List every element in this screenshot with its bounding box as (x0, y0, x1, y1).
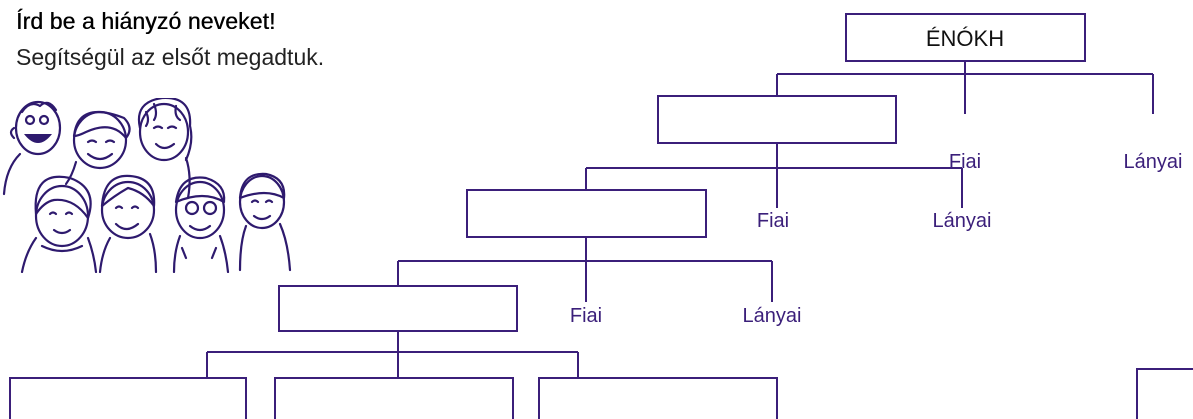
instruction-subtitle: Segítségül az elsőt megadtuk. (16, 44, 325, 70)
child-face-3 (137, 98, 193, 200)
partial-name-box-right (1136, 368, 1193, 419)
level2-name-box[interactable] (466, 189, 707, 238)
child-face-1 (2, 100, 62, 196)
level4-name-box-2[interactable] (274, 377, 514, 419)
level2-daughters-label: Lányai (933, 210, 992, 232)
level3-name-box[interactable] (278, 285, 518, 332)
root-name-box (845, 13, 1086, 62)
level4-name-box-3[interactable] (538, 377, 778, 419)
level3-sons-label: Fiai (570, 305, 602, 327)
level1-name-box[interactable] (657, 95, 897, 144)
level4-name-box-1[interactable] (9, 377, 247, 419)
page-title: Írd be a hiányzó neveket! (16, 8, 276, 34)
child-face-2 (64, 110, 131, 186)
child-face-4 (20, 175, 98, 273)
level1-daughters-label: Lányai (1124, 151, 1183, 173)
children-illustration (2, 98, 292, 273)
level1-sons-label: Fiai (949, 151, 981, 173)
level3-daughters-label: Lányai (743, 305, 802, 327)
child-face-6 (172, 176, 230, 273)
child-face-7 (238, 172, 292, 272)
root-name: ÉNÓKH (926, 26, 1004, 51)
child-face-5 (98, 174, 158, 273)
level2-sons-label: Fiai (757, 210, 789, 232)
